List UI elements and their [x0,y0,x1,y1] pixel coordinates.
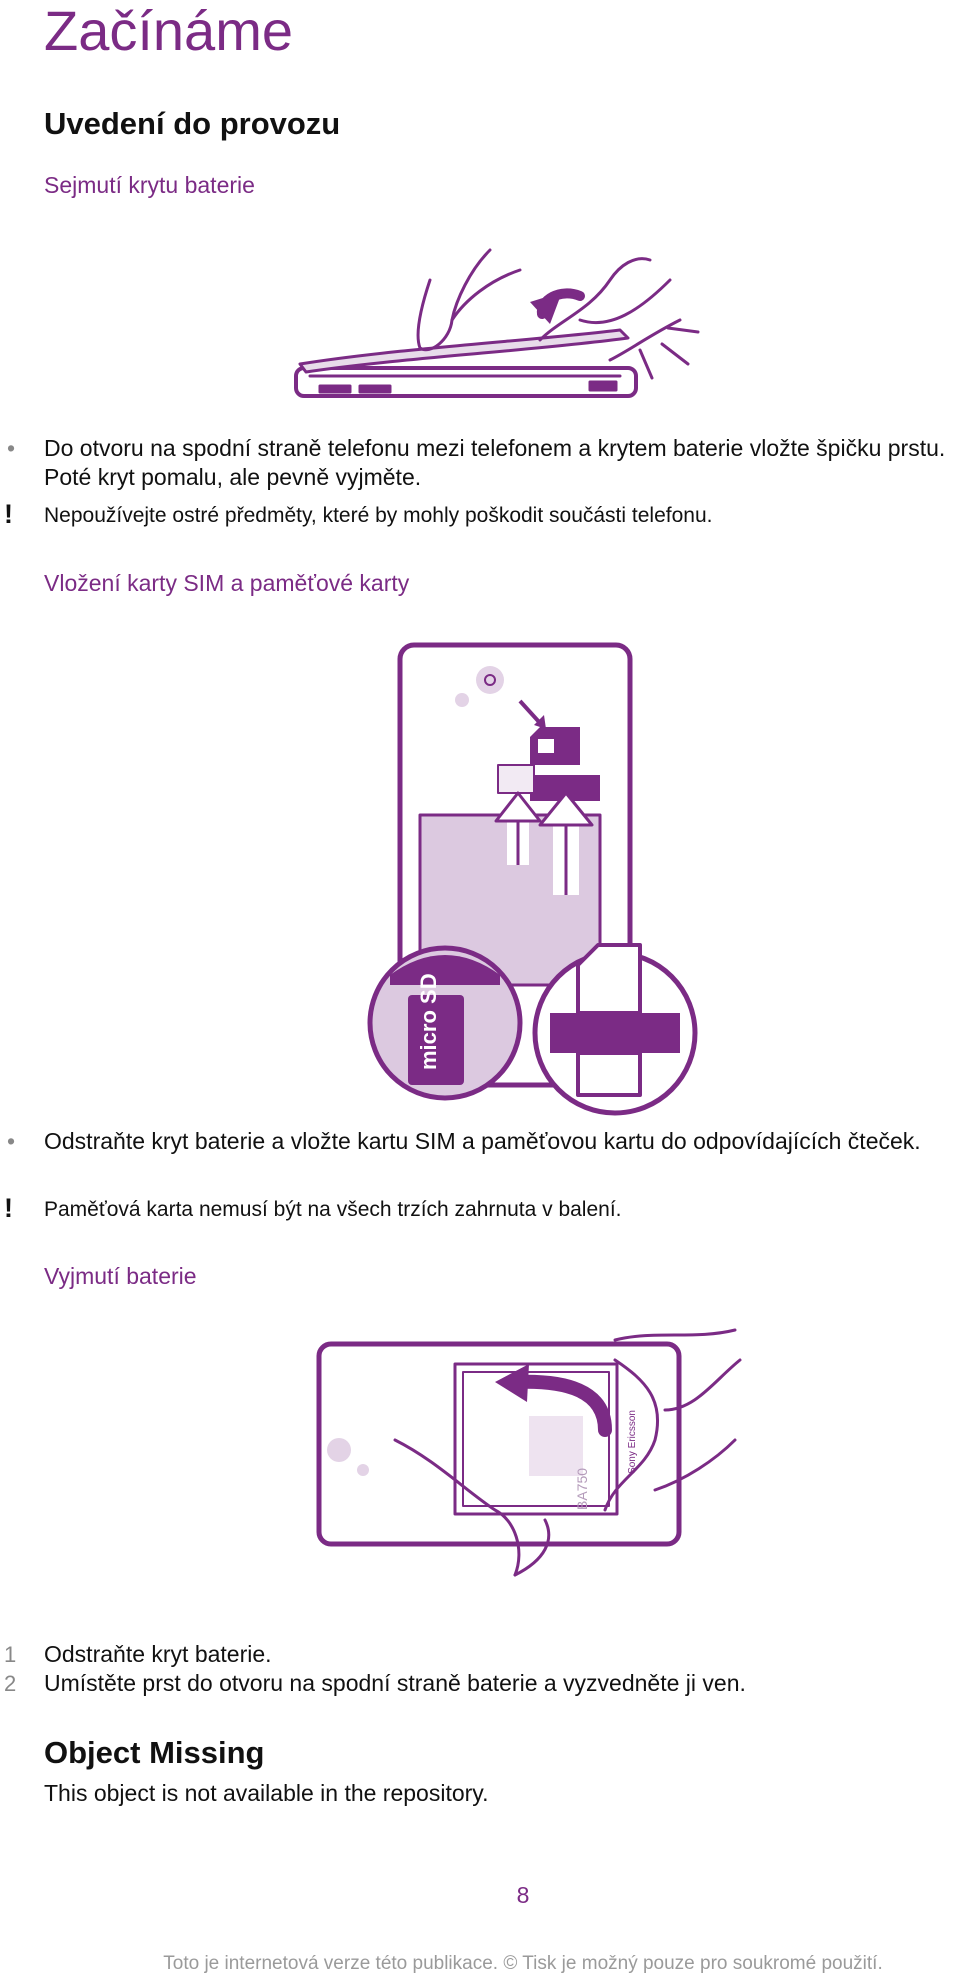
sim-instruction: Odstraňte kryt baterie a vložte kartu SI… [44,1128,921,1154]
sim-section-title: Vložení karty SIM a paměťové karty [44,570,410,596]
step-text: Umístěte prst do otvoru na spodní straně… [44,1670,746,1696]
chapter-title: Začínáme [44,0,293,62]
section-title: Uvedení do provozu [44,106,341,141]
illustration-remove-cover [294,248,700,398]
battery-section-title: Vyjmutí baterie [44,1263,197,1289]
step-number: 1 [4,1642,17,1667]
illustration-insert-sim: micro SD [367,642,698,1116]
step-text: Odstraňte kryt baterie. [44,1641,272,1667]
missing-object-text: This object is not available in the repo… [44,1780,489,1806]
cover-section-title: Sejmutí krytu baterie [44,172,255,198]
bullet-marker: • [7,1128,16,1154]
microsd-label: micro SD [416,973,441,1070]
sim-warning: Paměťová karta nemusí být na všech trzíc… [44,1198,622,1221]
cover-instruction: Do otvoru na spodní straně telefonu mezi… [44,435,946,490]
missing-object-title: Object Missing [44,1735,265,1770]
warning-icon: ! [4,499,13,529]
footer-notice: Toto je internetová verze této publikace… [163,1953,883,1974]
step-number: 2 [4,1671,17,1696]
cover-warning: Nepoužívejte ostré předměty, které by mo… [44,504,713,527]
page-number: 8 [516,1882,530,1908]
bullet-marker: • [7,435,16,461]
battery-model-label: BA750 [574,1468,590,1510]
battery-brand-label: Sony Ericsson [627,1410,638,1474]
warning-icon: ! [4,1193,13,1223]
illustration-remove-battery: Sony Ericsson BA750 [316,1328,742,1577]
